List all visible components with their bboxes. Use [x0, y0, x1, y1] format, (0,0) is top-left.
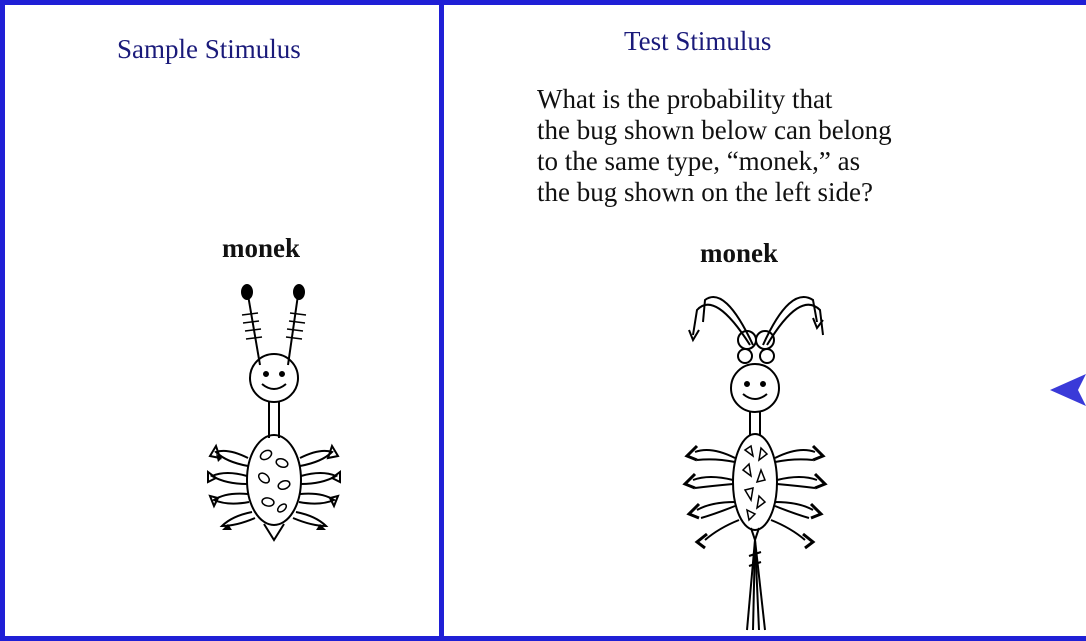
question-line: the bug shown below can belong	[537, 115, 977, 146]
test-bug-label: monek	[700, 238, 778, 269]
question-line: the bug shown on the left side?	[537, 177, 977, 208]
test-question: What is the probability that the bug sho…	[537, 84, 977, 208]
test-bug-drawing	[675, 270, 845, 630]
sample-heading: Sample Stimulus	[117, 34, 301, 65]
sample-bug-label: monek	[222, 233, 300, 264]
arrow-icon	[1050, 370, 1086, 410]
question-line: to the same type, “monek,” as	[537, 146, 977, 177]
test-heading: Test Stimulus	[624, 26, 771, 57]
sample-bug-drawing	[198, 280, 358, 540]
question-line: What is the probability that	[537, 84, 977, 115]
